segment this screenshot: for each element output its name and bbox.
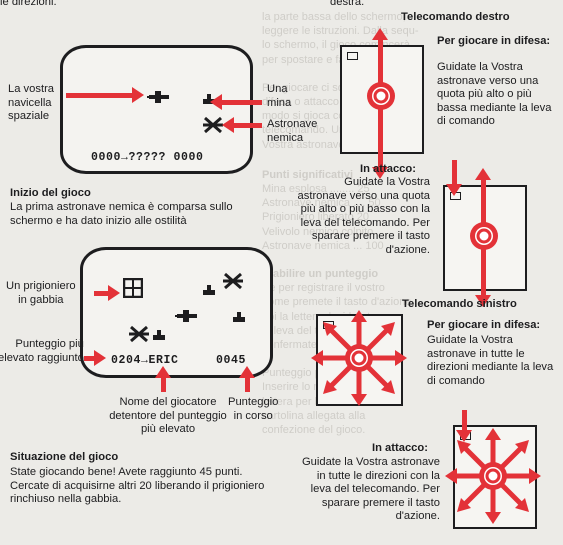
fire-button-arrow (456, 410, 472, 442)
score-line: 0000→????? 0000 (91, 151, 204, 164)
left-attack-heading: In attacco: (372, 442, 428, 454)
enemy-ship-icon (203, 116, 223, 134)
tv-screen-start: 0000→????? 0000 (60, 45, 253, 174)
arrow-to-current-score (239, 366, 255, 392)
label-mine: Una mina (267, 83, 292, 109)
right-defense-body: Guidate la Vostra astronave verso una qu… (437, 61, 552, 127)
fire-button-arrow (446, 160, 462, 196)
score-line: 0204→ERIC 0045 (111, 354, 247, 367)
ghost-line: confezione del gioco. (262, 424, 366, 437)
tv-screen-situation: 0204→ERIC 0045 (80, 247, 273, 378)
cage-icon (123, 278, 143, 298)
multi-direction-arrows-icon (445, 428, 541, 524)
left-attack-body: Guidate la Vostra astronave in tutte le … (301, 456, 440, 522)
arrow-to-mine (210, 94, 262, 110)
label-player-name: Nome del giocatore detentore del puntegg… (109, 396, 227, 435)
mine-icon (233, 312, 245, 322)
ghost-line: Se per registrare il vostro (262, 282, 385, 295)
ghost-line: la parte bassa dello schermo, (262, 11, 406, 23)
left-defense-body: Guidate la Vostra astronave in tutte le … (427, 334, 554, 387)
right-attack-heading: In attacco: (360, 163, 416, 175)
right-defense-heading: Per giocare in difesa: (437, 35, 551, 47)
label-your-ship: La vostra navicella spaziale (8, 83, 55, 122)
arrow-to-ship (66, 87, 144, 103)
start-body: La prima astronave nemica è comparsa sul… (10, 201, 233, 227)
enemy-ship-icon (129, 325, 149, 343)
ghost-line: Velivolo nemico colpito (262, 225, 374, 238)
ghost-line: Punti significativi (262, 168, 354, 181)
ghost-line: nome premete il tasto d'azione, (262, 296, 415, 309)
ghost-line: Astronave nemica .... 50 (262, 197, 381, 210)
joystick-down-arrow (372, 75, 388, 179)
left-remote-title: Telecomando sinistro (402, 298, 517, 310)
mine-icon (203, 285, 215, 295)
arrow-to-enemy (222, 117, 262, 133)
joystick-down-arrow (475, 215, 491, 307)
start-heading: Inizio del gioco (10, 187, 91, 199)
fragment-top-right: destra. (330, 0, 365, 8)
right-attack-body: Guidate la Vostra astronave verso una qu… (297, 176, 430, 256)
ghost-line: Stabilire un punteggio (262, 268, 379, 281)
ghost-line: Prigioniero liberato 20 (262, 211, 370, 224)
player-ship-icon (147, 91, 169, 103)
situation-heading: Situazione del gioco (10, 451, 119, 463)
fragment-top-left: le direzioni. (0, 0, 57, 8)
ghost-line: Astronave nemica ... 100 (262, 239, 384, 252)
arrow-to-player-name (155, 366, 171, 392)
situation-body: State giocando bene! Avete raggiunto 45 … (10, 466, 265, 505)
arrow-to-cage (94, 285, 120, 301)
mine-icon (203, 94, 215, 104)
label-high-score: Punteggio più elevato raggiunto (0, 338, 84, 364)
mine-icon (153, 330, 165, 340)
label-prisoner: Un prigioniero in gabbia (6, 280, 76, 306)
label-current-score: Punteggio in corso (228, 396, 279, 422)
right-remote-title: Telecomando destro (401, 11, 510, 23)
enemy-ship-icon (223, 272, 243, 290)
ghost-line: leggere le istruzioni. Dalla sequ- (262, 25, 419, 38)
multi-direction-arrows-icon (311, 310, 407, 406)
arrow-to-high-score (84, 350, 106, 366)
joystick-knob-icon (367, 82, 395, 110)
ghost-line: Mina esplosa ........ 25 (262, 183, 370, 196)
ghost-line: cartolina allegata alla (262, 409, 366, 422)
label-enemy: Astronave nemica (267, 118, 318, 144)
left-defense-heading: Per giocare in difesa: (427, 319, 541, 331)
player-ship-icon (175, 310, 197, 322)
joystick-knob-icon (470, 222, 498, 250)
